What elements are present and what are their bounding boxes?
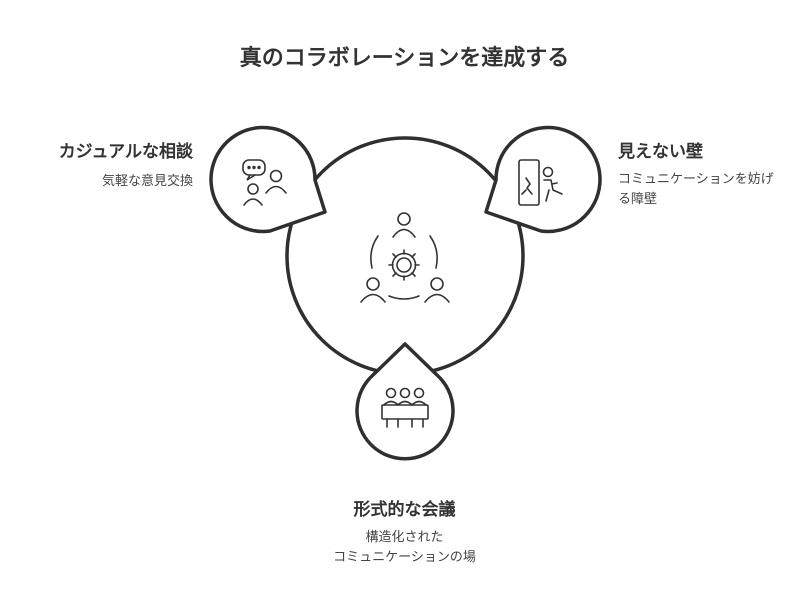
bottom-label-title: 形式的な会議 <box>353 500 456 520</box>
left-bubble <box>209 125 327 234</box>
right-label-description: コミュニケーションを妨げる障壁 <box>618 172 774 207</box>
right-label-title: 見えない壁 <box>618 142 703 162</box>
chat-people-icon <box>242 159 287 206</box>
left-label-title: カジュアルな相談 <box>58 142 193 162</box>
right-bubble <box>484 125 602 234</box>
bottom-description-line-2: コミュニケーションの場 <box>333 550 476 565</box>
diagram-title: 真のコラボレーションを達成する <box>239 46 570 71</box>
center-circle <box>285 136 525 376</box>
bottom-label-description: 構造化された コミュニケーションの場 <box>0 528 809 568</box>
meeting-table-icon <box>381 387 429 428</box>
left-label-description: 気軽な意見交換 <box>101 174 193 189</box>
team-collaboration-gear-icon <box>360 212 450 303</box>
barrier-person-icon <box>518 159 563 206</box>
bottom-description-line-1: 構造化された <box>365 530 444 545</box>
